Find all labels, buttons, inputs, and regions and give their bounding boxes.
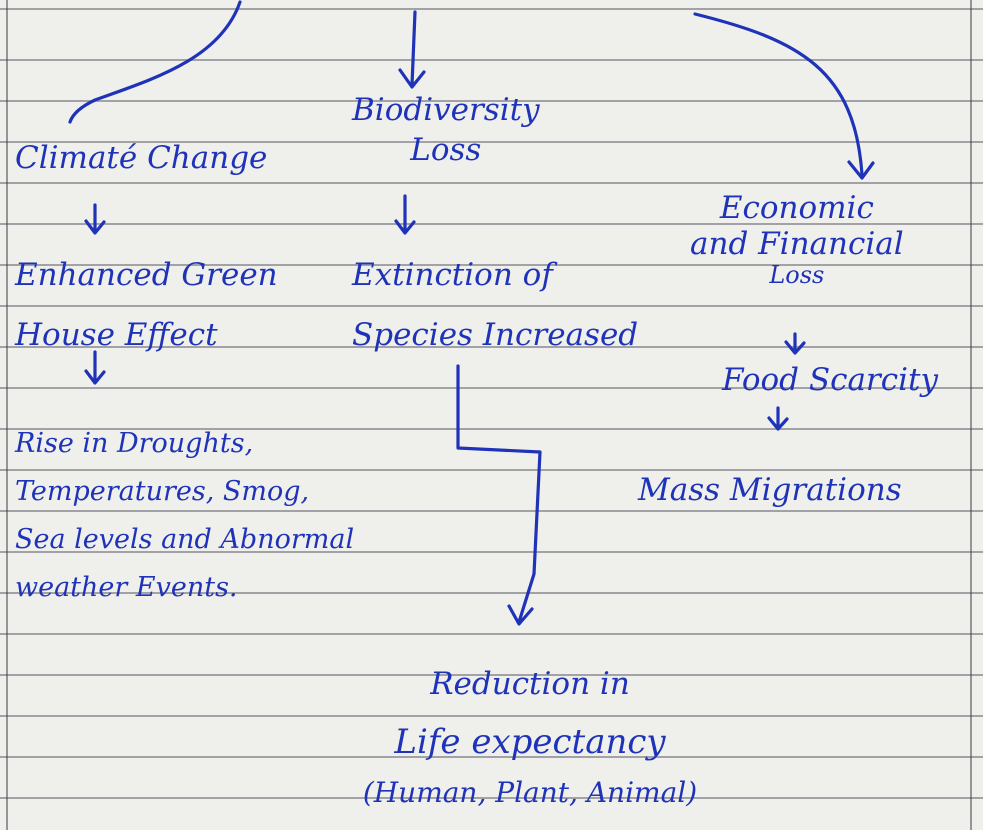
node-life-expectancy: Reduction in Life expectancy (Human, Pla… [350,655,710,815]
node-climate-change: Climaté Change [15,140,268,176]
life-line-3: (Human, Plant, Animal) [362,776,698,809]
node-food-scarcity: Food Scarcity [722,362,938,398]
node-species-extinction: Extinction of Species Increased [352,245,638,365]
greenhouse-line-2: House Effect [15,317,218,353]
arrow-climate-to-greenhouse [84,203,106,235]
greenhouse-line-1: Enhanced Green [15,257,278,293]
economic-line-1: Economic [719,190,874,226]
effects-line-1: Rise in Droughts, [15,428,254,459]
arrow-biodiversity-to-extinction [394,194,416,235]
arrow-food-to-migrations [767,406,789,431]
margin-line-right [970,0,972,830]
arrow-to-climate-change [68,0,242,124]
effects-line-3: Sea levels and Abnormal [15,524,355,555]
arrow-economic-to-food [784,332,806,355]
economic-line-3: Loss [769,261,825,289]
extinction-line-1: Extinction of [352,257,553,293]
node-climate-effects: Rise in Droughts, Temperatures, Smog, Se… [15,420,354,612]
effects-line-2: Temperatures, Smog, [15,476,310,507]
life-line-1: Reduction in [430,666,630,702]
node-biodiversity-loss: Biodiversity Loss [352,90,540,170]
life-line-2: Life expectancy [394,722,666,762]
loss-line: Loss [410,132,482,168]
biodiversity-line: Biodiversity [352,92,540,128]
extinction-line-2: Species Increased [352,317,639,353]
margin-line-left [6,0,8,830]
arrow-greenhouse-to-rise [84,350,106,385]
arrow-extinction-to-life [456,364,542,626]
economic-line-2: and Financial [690,226,904,262]
node-mass-migrations: Mass Migrations [638,472,902,508]
node-greenhouse-effect: Enhanced Green House Effect [15,245,278,365]
node-economic-loss: Economic and Financial Loss [690,190,904,288]
arrow-to-biodiversity [398,10,426,89]
arrow-to-economic [693,12,875,180]
effects-line-4: weather Events. [15,572,238,603]
